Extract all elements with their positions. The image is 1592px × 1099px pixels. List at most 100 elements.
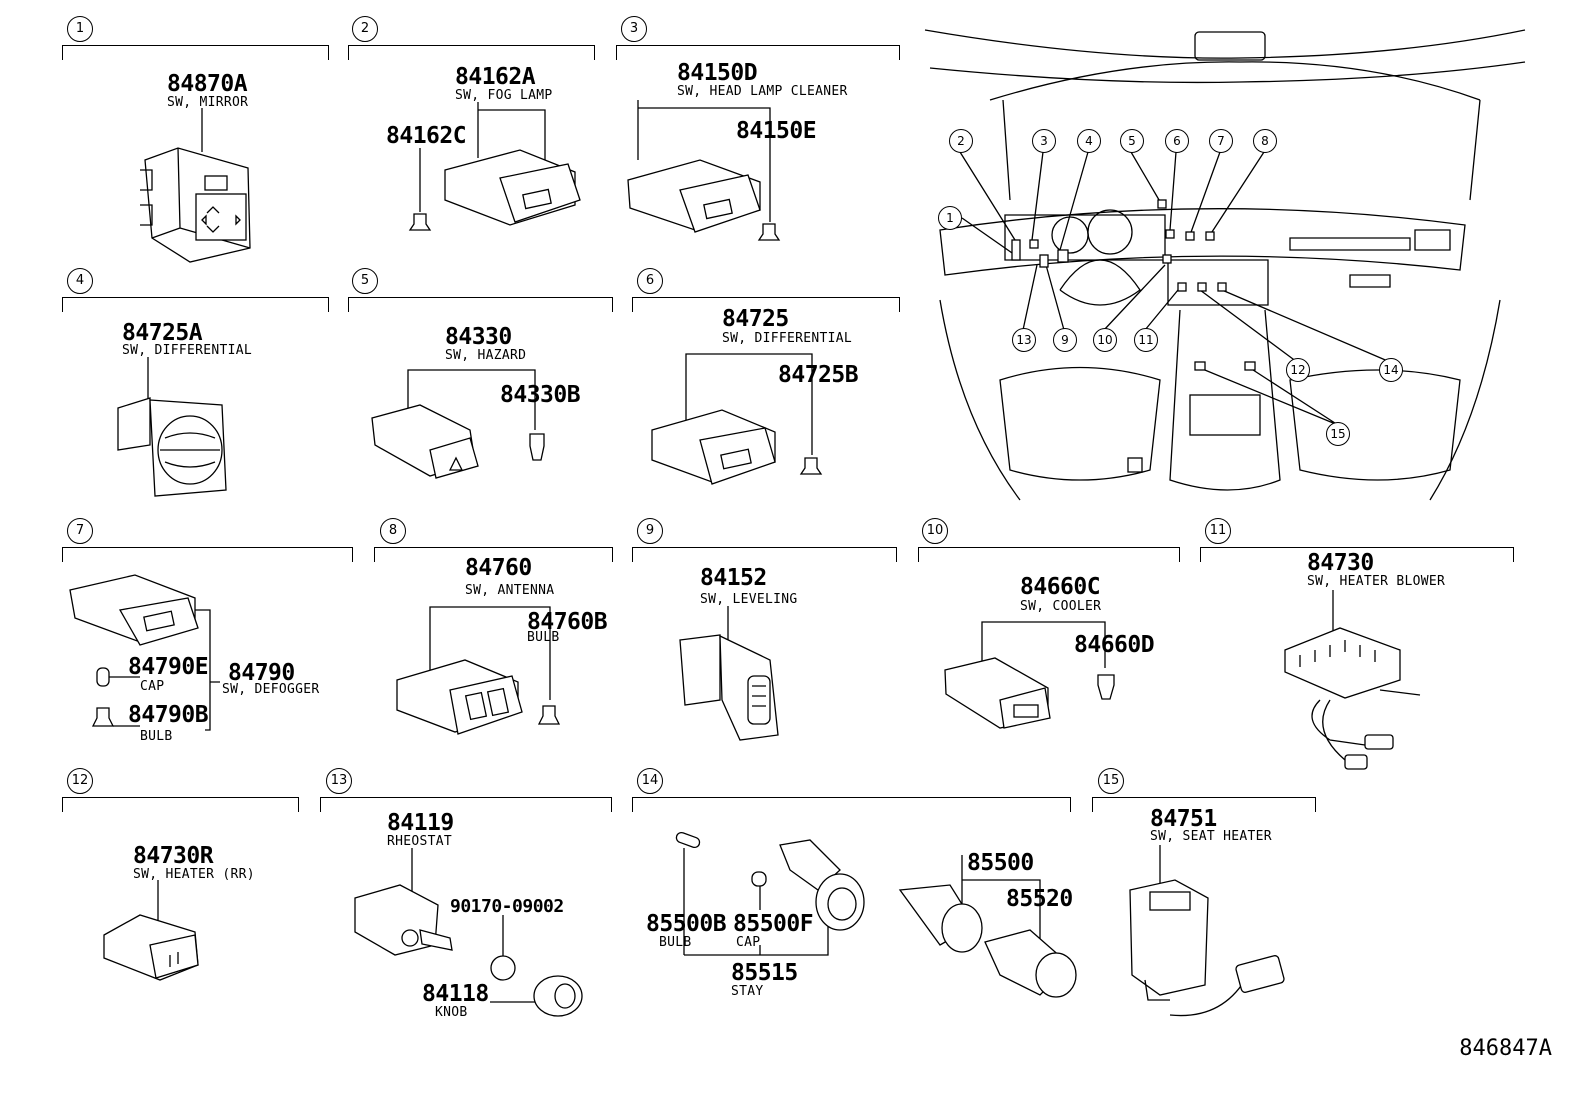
dash-callout[interactable]: 6 bbox=[1165, 129, 1189, 153]
part-number[interactable]: 84725A bbox=[122, 320, 203, 346]
dash-callout[interactable]: 3 bbox=[1032, 129, 1056, 153]
callout-number: 5 bbox=[352, 268, 378, 294]
callout-number: 8 bbox=[380, 518, 406, 544]
part-number[interactable]: 84660D bbox=[1074, 632, 1155, 658]
part-number[interactable]: 84330 bbox=[445, 324, 512, 350]
dash-callout[interactable]: 10 bbox=[1093, 328, 1117, 352]
part-number[interactable]: 84760 bbox=[465, 555, 532, 581]
part-number[interactable]: 84725B bbox=[778, 362, 859, 388]
dash-callout[interactable]: 9 bbox=[1053, 328, 1077, 352]
callout-number: 4 bbox=[67, 268, 93, 294]
part-number[interactable]: 84730 bbox=[1307, 550, 1374, 576]
part-description: CAP bbox=[736, 935, 761, 950]
part-description: SW, DIFFERENTIAL bbox=[722, 331, 853, 346]
dash-callout[interactable]: 7 bbox=[1209, 129, 1233, 153]
callout-number: 2 bbox=[352, 16, 378, 42]
part-number[interactable]: 84725 bbox=[722, 306, 789, 332]
part-number[interactable]: 84162A bbox=[455, 64, 536, 90]
dash-callout[interactable]: 1 bbox=[938, 206, 962, 230]
part-number[interactable]: 90170-09002 bbox=[450, 896, 564, 917]
part-number[interactable]: 85500 bbox=[967, 850, 1034, 876]
dash-callout[interactable]: 4 bbox=[1077, 129, 1101, 153]
callout-number: 3 bbox=[621, 16, 647, 42]
panel-bracket bbox=[374, 547, 613, 562]
part-number[interactable]: 84730R bbox=[133, 843, 214, 869]
callout-number: 12 bbox=[67, 768, 93, 794]
diagram-code: 846847A bbox=[1459, 1036, 1552, 1061]
panel-bracket bbox=[348, 45, 595, 60]
callout-number: 9 bbox=[637, 518, 663, 544]
part-description: BULB bbox=[140, 729, 173, 744]
panel-bracket bbox=[62, 45, 329, 60]
part-number[interactable]: 85500F bbox=[733, 911, 814, 937]
dash-callout[interactable]: 15 bbox=[1326, 422, 1350, 446]
part-number[interactable]: 84790E bbox=[128, 654, 209, 680]
part-description: SW, MIRROR bbox=[167, 95, 249, 110]
part-description: BULB bbox=[659, 935, 692, 950]
panel-bracket bbox=[632, 297, 900, 312]
part-number[interactable]: 84751 bbox=[1150, 806, 1217, 832]
part-number[interactable]: 84790B bbox=[128, 702, 209, 728]
part-description: SW, LEVELING bbox=[700, 592, 798, 607]
panel-bracket bbox=[616, 45, 900, 60]
callout-number: 15 bbox=[1098, 768, 1124, 794]
dash-callout[interactable]: 12 bbox=[1286, 358, 1310, 382]
dash-callout[interactable]: 13 bbox=[1012, 328, 1036, 352]
panel-bracket bbox=[918, 547, 1180, 562]
part-number[interactable]: 84118 bbox=[422, 981, 489, 1007]
part-number[interactable]: 84660C bbox=[1020, 574, 1101, 600]
part-description: SW, DIFFERENTIAL bbox=[122, 343, 253, 358]
part-description: RHEOSTAT bbox=[387, 834, 453, 849]
part-description: SW, HEATER (RR) bbox=[133, 867, 255, 882]
part-number[interactable]: 84162C bbox=[386, 123, 467, 149]
part-description: KNOB bbox=[435, 1005, 468, 1020]
dash-callout[interactable]: 2 bbox=[949, 129, 973, 153]
part-description: SW, DEFOGGER bbox=[222, 682, 320, 697]
dash-callout[interactable]: 14 bbox=[1379, 358, 1403, 382]
panel-bracket bbox=[1092, 797, 1316, 812]
part-description: BULB bbox=[527, 630, 560, 645]
dash-callout[interactable]: 11 bbox=[1134, 328, 1158, 352]
part-number[interactable]: 84760B bbox=[527, 609, 608, 635]
part-number[interactable]: 84152 bbox=[700, 565, 767, 591]
part-description: SW, ANTENNA bbox=[465, 583, 555, 598]
panel-bracket bbox=[62, 797, 299, 812]
part-description: SW, HAZARD bbox=[445, 348, 527, 363]
part-description: SW, HEATER BLOWER bbox=[1307, 574, 1446, 589]
callout-number: 10 bbox=[922, 518, 948, 544]
panel-bracket bbox=[632, 797, 1071, 812]
callout-number: 6 bbox=[637, 268, 663, 294]
dash-callout[interactable]: 5 bbox=[1120, 129, 1144, 153]
part-number[interactable]: 84790 bbox=[228, 660, 295, 686]
part-number[interactable]: 84150E bbox=[736, 118, 817, 144]
part-description: SW, HEAD LAMP CLEANER bbox=[677, 84, 848, 99]
panel-bracket bbox=[632, 547, 897, 562]
part-number[interactable]: 84330B bbox=[500, 382, 581, 408]
panel-bracket bbox=[1200, 547, 1514, 562]
part-number[interactable]: 85515 bbox=[731, 960, 798, 986]
part-number[interactable]: 85500B bbox=[646, 911, 727, 937]
part-description: SW, SEAT HEATER bbox=[1150, 829, 1272, 844]
dash-callout[interactable]: 8 bbox=[1253, 129, 1277, 153]
part-number[interactable]: 84870A bbox=[167, 71, 248, 97]
part-number[interactable]: 84150D bbox=[677, 60, 758, 86]
part-description: CAP bbox=[140, 679, 165, 694]
panel-bracket bbox=[348, 297, 613, 312]
panel-bracket bbox=[62, 547, 353, 562]
part-number[interactable]: 84119 bbox=[387, 810, 454, 836]
